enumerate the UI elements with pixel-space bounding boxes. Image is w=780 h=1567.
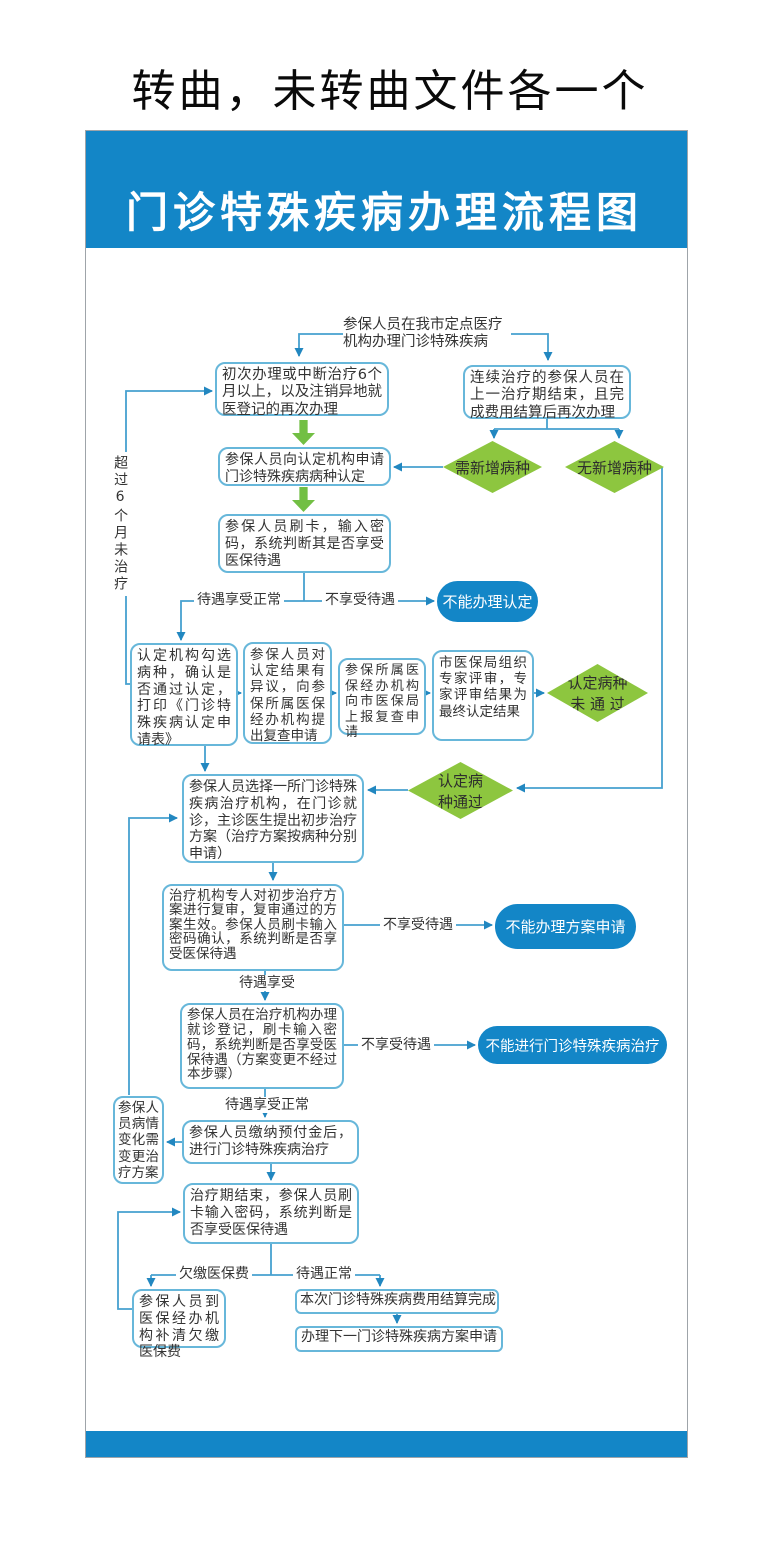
node-choose-institution: 参保人员选择一所门诊特殊疾病治疗机构，在门诊就诊，主诊医生提出初步治疗方案（治疗… (182, 774, 364, 863)
node-initial-apply: 初次办理或中断治疗6个月以上，以及注销异地就医登记的再次办理 (215, 362, 389, 418)
node-treatment-end-check: 治疗期结束，参保人员刷卡输入密码，系统判断是否享受医保待遇 (183, 1183, 359, 1244)
poster-title: 门诊特殊疾病办理流程图 (126, 188, 644, 237)
terminal-cannot-certify: 不能办理认定 (437, 581, 538, 622)
node-start-text: 参保人员在我市定点医疗机构办理门诊特殊疾病 (343, 317, 503, 351)
label-owe-insurance: 欠缴医保费 (176, 1266, 252, 1283)
node-settlement-complete: 本次门诊特殊疾病费用结算完成 (295, 1289, 499, 1314)
node-apply-certification: 参保人员向认定机构申请门诊特殊疾病病种认定 (218, 447, 391, 486)
node-next-application: 办理下一门诊特殊疾病方案申请 (295, 1326, 503, 1352)
label-benefit-normal-1: 待遇享受正常 (194, 592, 284, 609)
label-benefit-enjoy: 待遇享受 (236, 975, 298, 992)
node-report-review: 参保所属医保经办机构向市医保局上报复查申请 (338, 658, 426, 740)
node-objection: 参保人员对认定结果有异议，向参保所属医保经办机构提出复查申请 (243, 642, 332, 744)
label-over-6-months: 超过6个月未治疗 (111, 452, 130, 596)
node-agency-confirm: 认定机构勾选病种，确认是否通过认定，打印《门诊特殊疾病认定申请表》 (130, 643, 238, 748)
terminal-cannot-treat: 不能进行门诊特殊疾病治疗 (478, 1026, 667, 1064)
node-plan-review: 治疗机构专人对初步治疗方案进行复审，复审通过的方案生效。参保人员刷卡输入密码确认… (162, 884, 344, 971)
node-swipe-card-check: 参保人员刷卡，输入密码，系统判断其是否享受医保待遇 (218, 514, 391, 573)
node-expert-review: 市医保局组织专家评审，专家评审结果为最终认定结果 (432, 650, 534, 741)
label-no-benefit-1: 不享受待遇 (322, 592, 398, 609)
poster-footer-band (86, 1431, 687, 1457)
label-no-benefit-3: 不享受待遇 (358, 1037, 434, 1054)
node-pay-owed-insurance: 参保人员到医保经办机构补清欠缴医保费 (132, 1289, 226, 1360)
node-condition-change: 参保人员病情变化需变更治疗方案 (113, 1096, 164, 1184)
node-continuous-treatment: 连续治疗的参保人员在上一治疗期结束，且完成费用结算后再次办理 (463, 365, 631, 421)
poster-header-band: 门诊特殊疾病办理流程图 (86, 131, 687, 248)
node-pay-deposit: 参保人员缴纳预付金后，进行门诊特殊疾病治疗 (182, 1120, 359, 1164)
label-benefit-normal-3: 待遇正常 (293, 1266, 355, 1283)
terminal-cannot-apply-plan: 不能办理方案申请 (495, 904, 636, 949)
document-note-title: 转曲，未转曲文件各一个 (131, 66, 649, 117)
label-benefit-normal-2: 待遇享受正常 (222, 1097, 312, 1114)
label-no-benefit-2: 不享受待遇 (380, 917, 456, 934)
node-visit-register: 参保人员在治疗机构办理就诊登记，刷卡输入密码，系统判断是否享受医保待遇（方案变更… (180, 1003, 344, 1089)
